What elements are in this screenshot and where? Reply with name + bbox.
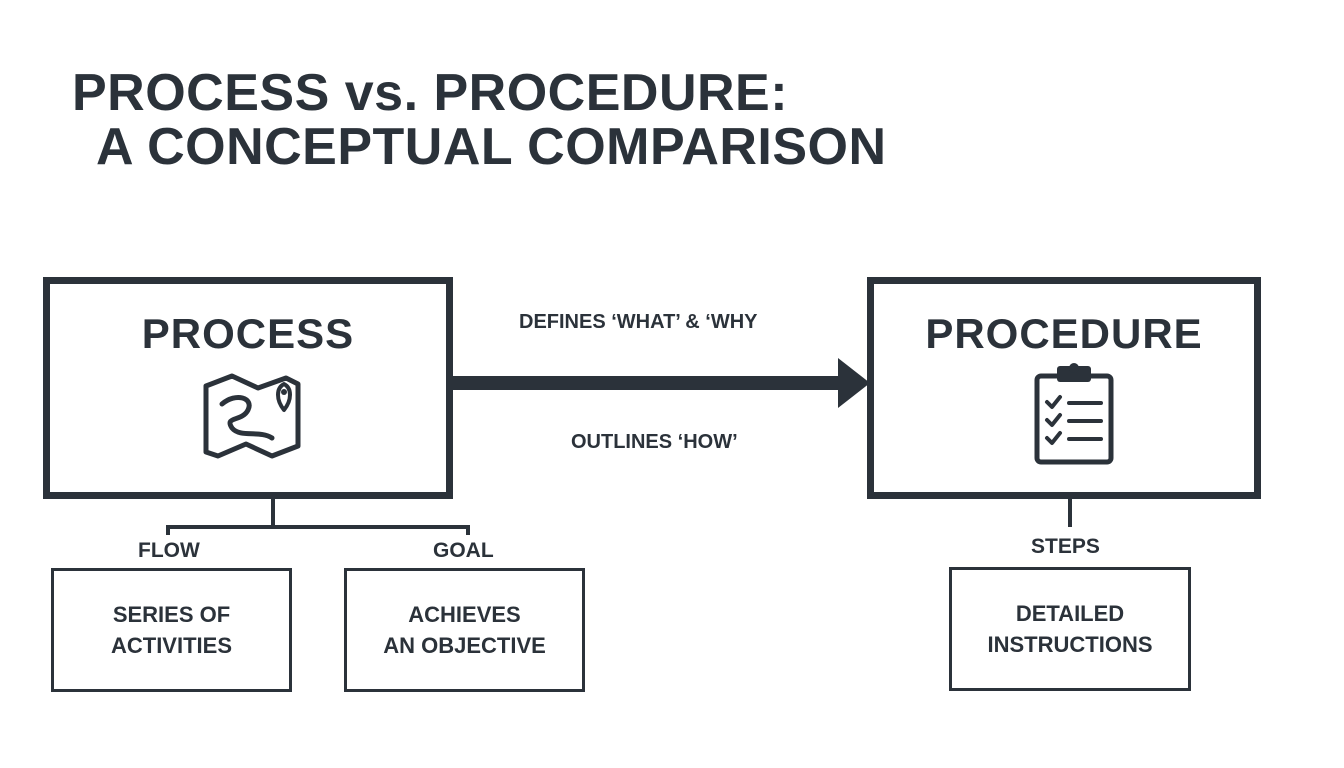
procedure-heading: PROCEDURE <box>925 310 1203 357</box>
page-title: PROCESS vs. PROCEDURE: A CONCEPTUAL COMP… <box>72 66 887 174</box>
goal-label: GOAL <box>433 539 494 562</box>
flow-box-line-1: SERIES OF <box>112 602 231 627</box>
process-branch-tick-left <box>166 525 170 535</box>
goal-box-line-2: AN OBJECTIVE <box>383 633 546 658</box>
process-branch-line <box>166 525 470 529</box>
steps-box-line-2: INSTRUCTIONS <box>987 632 1153 657</box>
flow-label: FLOW <box>138 539 200 562</box>
clipboard-checklist-icon <box>1034 363 1114 465</box>
map-route-icon <box>203 373 301 459</box>
title-line-2: A CONCEPTUAL COMPARISON <box>96 118 887 176</box>
process-heading: PROCESS <box>141 310 355 357</box>
arrow-bottom-label: OUTLINES ‘HOW’ <box>571 431 738 453</box>
process-stem-line <box>271 499 275 527</box>
steps-box: DETAILED INSTRUCTIONS <box>949 567 1191 691</box>
flow-box: SERIES OF ACTIVITIES <box>51 568 292 692</box>
goal-box-line-1: ACHIEVES <box>408 602 521 627</box>
process-box: PROCESS <box>43 277 453 499</box>
procedure-stem-line <box>1068 499 1072 527</box>
goal-box: ACHIEVES AN OBJECTIVE <box>344 568 585 692</box>
title-line-1: PROCESS vs. PROCEDURE: <box>72 64 789 122</box>
arrow-right-icon <box>452 358 870 408</box>
process-branch-tick-right <box>466 525 470 535</box>
arrow-top-label: DEFINES ‘WHAT’ & ‘WHY <box>519 311 758 333</box>
steps-label: STEPS <box>1031 535 1100 558</box>
steps-box-line-1: DETAILED <box>1015 601 1125 626</box>
flow-box-line-2: ACTIVITIES <box>110 633 232 658</box>
procedure-box: PROCEDURE <box>867 277 1261 499</box>
